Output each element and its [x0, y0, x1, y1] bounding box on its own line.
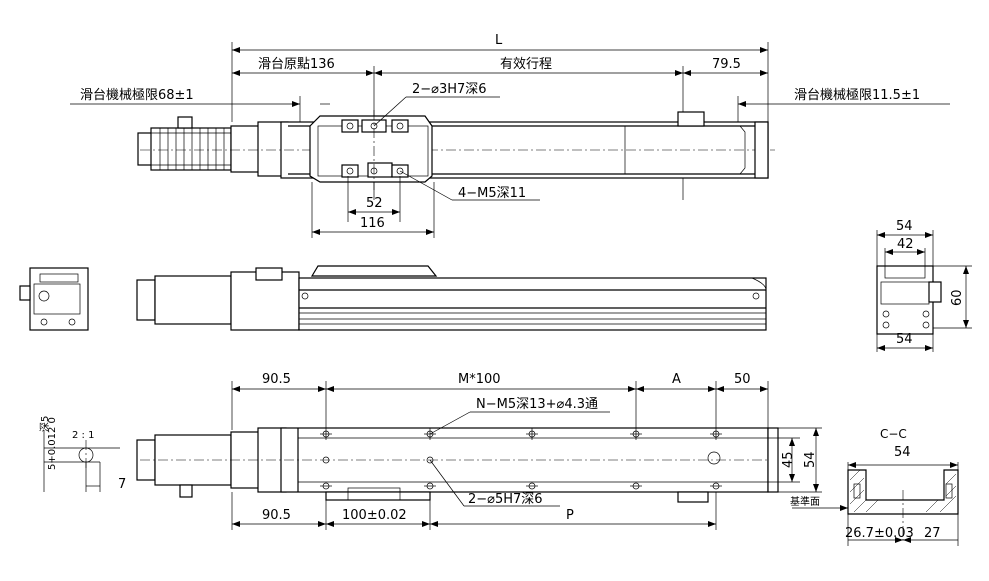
end-dim-42: 42 [897, 237, 914, 252]
bottom-dim-90-5-b: 90.5 [262, 508, 291, 523]
bottom-view: 90.5 M*100 A 50 [136, 372, 822, 530]
section-cc: C−C 54 基準面 26.7±0.03 [790, 427, 959, 546]
ref-surface: 基準面 [790, 495, 820, 508]
end-dim-54-bottom: 54 [896, 332, 913, 347]
section-dim-54: 54 [894, 445, 911, 460]
pin-tol: 5+0.012 0 [47, 417, 58, 470]
end-dim-54-top: 54 [896, 219, 913, 234]
pin-depth: 深5 [39, 416, 51, 432]
bottom-pin-hole: 2−⌀5H7深6 [468, 492, 543, 507]
bottom-dim-100: 100±0.02 [342, 508, 407, 523]
top-tap-hole: 4−M5深11 [458, 186, 526, 201]
section-title: C−C [880, 427, 907, 441]
top-view: L 滑台原點136 有效行程 79.5 滑台機械極限68±1 滑台機械極限11.… [70, 33, 950, 238]
section-dim-27: 27 [924, 526, 941, 541]
bottom-mount-hole: N−M5深13+⌀4.3通 [476, 397, 598, 412]
pin-ratio: 2 : 1 [72, 430, 94, 441]
section-dim-267: 26.7±0.03 [845, 526, 914, 541]
dim-52: 52 [366, 196, 383, 211]
dim-116: 116 [360, 216, 385, 231]
end-view: 54 42 60 54 [876, 219, 972, 352]
top-pin-hole: 2−⌀3H7深6 [412, 82, 487, 97]
pin-detail: 2 : 1 5+0.012 0 深5 7 [39, 416, 126, 492]
bottom-dim-54: 54 [803, 451, 818, 468]
bottom-dim-pitch: M*100 [458, 372, 501, 387]
side-view [19, 265, 767, 331]
dim-stroke: 有效行程 [500, 57, 552, 72]
bottom-dim-50: 50 [734, 372, 751, 387]
limit-left: 滑台機械極限68±1 [80, 87, 194, 103]
pin-dim-7: 7 [118, 477, 126, 492]
dim-79-5: 79.5 [712, 57, 741, 72]
bottom-dim-a: A [672, 372, 681, 387]
end-dim-60: 60 [950, 289, 965, 306]
limit-right: 滑台機械極限11.5±1 [794, 87, 920, 103]
dim-L: L [495, 33, 503, 48]
bottom-dim-p: P [566, 508, 574, 523]
bottom-dim-90-5: 90.5 [262, 372, 291, 387]
dim-origin: 滑台原點136 [258, 57, 335, 72]
bottom-dim-45: 45 [781, 451, 796, 468]
